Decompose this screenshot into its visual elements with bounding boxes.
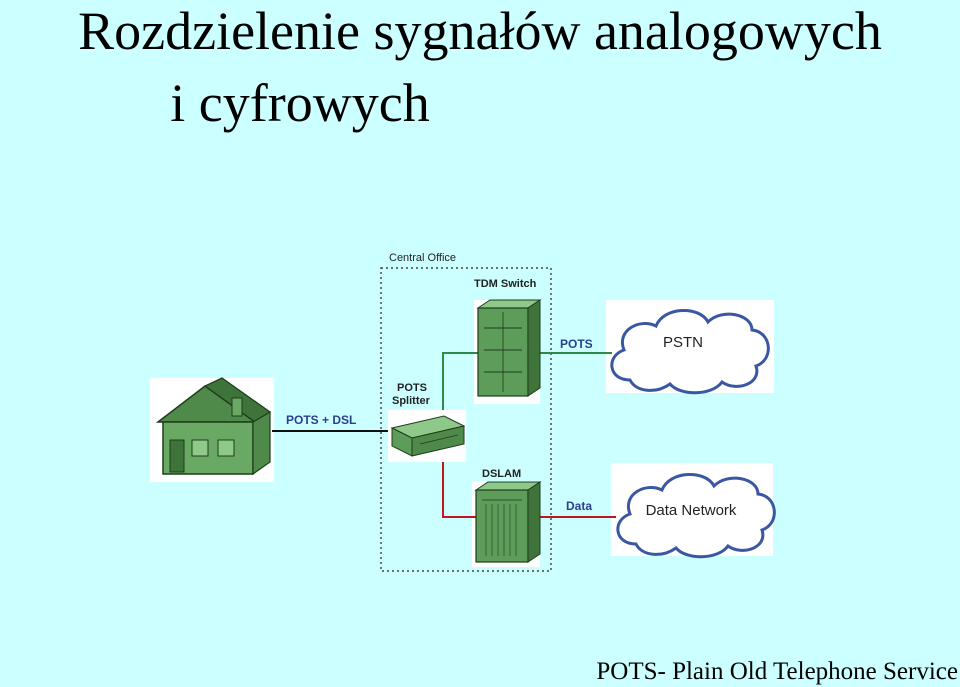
data-label: Data <box>566 499 592 513</box>
splitter-label-line-2: Splitter <box>392 395 431 407</box>
pstn-cloud-icon <box>610 309 770 395</box>
data-network-cloud-icon <box>616 473 776 559</box>
pots-label: POTS <box>560 337 593 351</box>
data-network-label: Data Network <box>646 502 737 519</box>
pots-dsl-label: POTS + DSL <box>286 413 356 427</box>
pots-splitter-icon <box>390 415 466 457</box>
slide-title-line-1: Rozdzielenie sygnałów analogowych <box>78 1 882 61</box>
pstn-label: PSTN <box>663 334 703 351</box>
central-office-label: Central Office <box>389 252 456 264</box>
tdm-switch-icon <box>476 299 542 397</box>
house-icon <box>155 377 272 476</box>
link-splitter-tdm <box>442 352 478 410</box>
slide-title-line-2: i cyfrowych <box>170 73 430 133</box>
tdm-switch-label: TDM Switch <box>474 278 537 290</box>
footer-note: POTS- Plain Old Telephone Service <box>596 658 958 685</box>
central-office-boundary <box>380 267 552 572</box>
dslam-label: DSLAM <box>482 468 521 480</box>
dslam-icon <box>474 481 542 563</box>
splitter-label-line-1: POTS <box>397 382 427 394</box>
link-splitter-dslam <box>442 462 476 518</box>
